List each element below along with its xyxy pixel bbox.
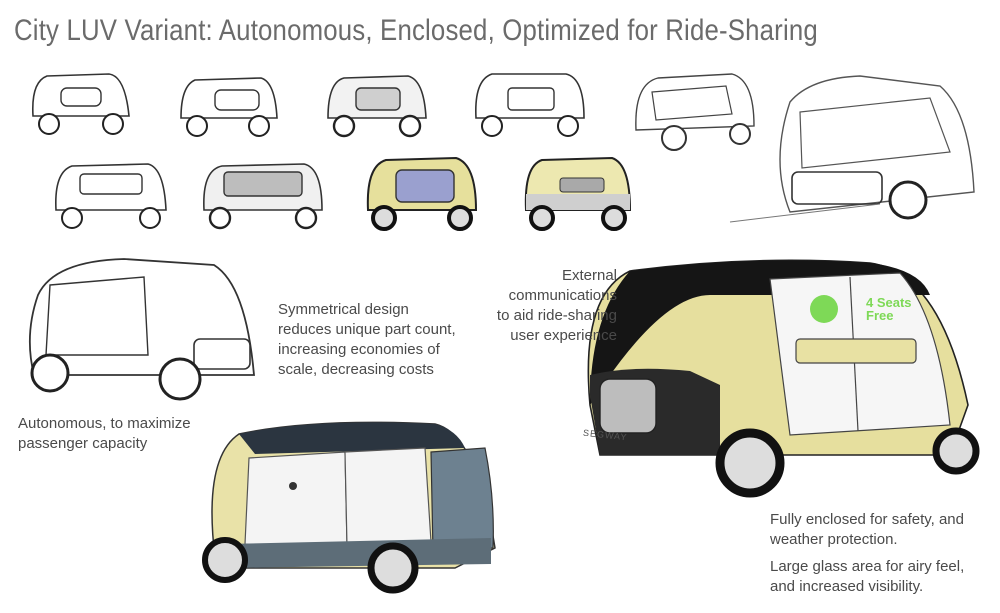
note-line: Symmetrical design xyxy=(278,301,409,318)
seats-line-2: Free xyxy=(866,308,894,323)
note-external-communications: External communications to aid ride-shar… xyxy=(485,266,617,346)
note-line: communications xyxy=(508,287,617,304)
note-fully-enclosed: Fully enclosed for safety, and weather p… xyxy=(770,510,964,550)
sketch-car-2 xyxy=(180,77,278,137)
sketch-car-4 xyxy=(475,73,585,137)
note-line: passenger capacity xyxy=(18,435,148,452)
sketch-car-color-purple xyxy=(366,156,478,231)
note-line: reduces unique part count, xyxy=(278,321,456,338)
seats-line-1: 4 Seats xyxy=(866,295,912,310)
note-line: Autonomous, to maximize xyxy=(18,415,191,432)
sketch-car-1 xyxy=(31,73,130,135)
note-large-glass: Large glass area for airy feel, and incr… xyxy=(770,557,964,597)
note-line: Large glass area for airy feel, xyxy=(770,558,965,575)
note-line: user experience xyxy=(510,327,617,344)
sketch-car-3 xyxy=(327,75,427,138)
note-line: to aid ride-sharing xyxy=(496,307,617,324)
note-line: scale, decreasing costs xyxy=(278,361,434,378)
note-line: Fully enclosed for safety, and xyxy=(770,511,964,528)
render-car-yellow xyxy=(587,259,980,498)
render-car-slate xyxy=(202,421,496,594)
note-line: External xyxy=(561,267,617,284)
note-line: increasing economies of xyxy=(278,341,440,358)
page-title: City LUV Variant: Autonomous, Enclosed, … xyxy=(14,14,818,47)
note-symmetrical-design: Symmetrical design reduces unique part c… xyxy=(278,300,456,380)
sketch-car-color-yellow xyxy=(524,156,632,231)
seats-free-display: 4 Seats Free xyxy=(866,296,912,322)
note-autonomous: Autonomous, to maximize passenger capaci… xyxy=(18,414,191,454)
sketch-car-large-left xyxy=(28,258,255,401)
sketch-car-6 xyxy=(55,163,167,229)
note-line: and increased visibility. xyxy=(770,578,924,595)
note-line: weather protection. xyxy=(770,531,898,548)
sketch-car-5 xyxy=(635,73,755,151)
sketch-car-7 xyxy=(203,163,323,230)
sketch-car-large-right xyxy=(729,75,975,223)
